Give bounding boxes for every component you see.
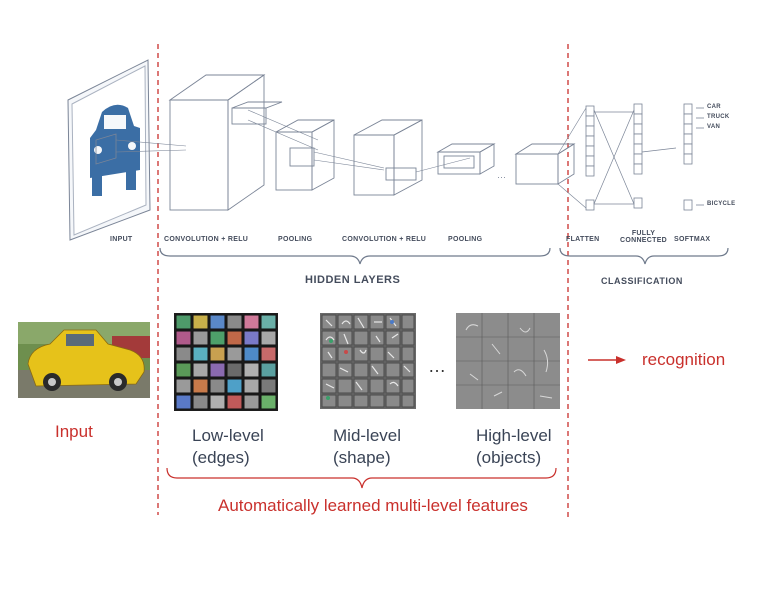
output-truck-label: TRUCK (707, 114, 730, 120)
features-caption: Automatically learned multi-level featur… (218, 496, 528, 516)
fully-connected-label-line1: FULLY (620, 230, 667, 237)
recognition-arrow (588, 356, 626, 364)
low-level-title: Low-level (192, 425, 264, 447)
output-van-label: VAN (707, 124, 720, 130)
low-level-label: Low-level (edges) (192, 425, 264, 469)
input-car-photo (18, 322, 150, 398)
flatten-column (586, 106, 594, 210)
mid-level-subtitle: (shape) (333, 447, 401, 469)
softmax-column (684, 104, 692, 210)
pool1-volume (276, 120, 384, 190)
fully-connected-column (634, 104, 642, 208)
flatten-label: FLATTEN (566, 236, 599, 243)
input-label: Input (55, 422, 93, 442)
layers-dots: ··· (497, 172, 506, 182)
classification-label: CLASSIFICATION (601, 276, 683, 286)
conv2-volume (354, 120, 470, 195)
hidden-layers-brace (160, 248, 550, 264)
features-ellipsis-mark: … (428, 356, 446, 376)
input-layer-label: INPUT (110, 236, 133, 243)
output-bicycle-label: BICYCLE (707, 201, 735, 207)
fully-connected-label-line2: CONNECTED (620, 237, 667, 244)
features-brace (167, 468, 556, 488)
output-car-label: CAR (707, 104, 721, 110)
low-level-subtitle: (edges) (192, 447, 264, 469)
conv2-label: CONVOLUTION + RELU (342, 236, 426, 243)
high-level-label: High-level (objects) (476, 425, 552, 469)
low-level-feature-grid (174, 313, 278, 411)
recognition-label: recognition (642, 350, 725, 370)
classification-brace (560, 248, 728, 264)
pool2-label: POOLING (448, 236, 482, 243)
fully-connected-label: FULLY CONNECTED (620, 230, 667, 244)
pool1-label: POOLING (278, 236, 312, 243)
high-level-feature-map (456, 313, 560, 409)
high-level-title: High-level (476, 425, 552, 447)
mid-level-title: Mid-level (333, 425, 401, 447)
hidden-layers-label: HIDDEN LAYERS (305, 274, 400, 286)
final-feature-volume (516, 108, 586, 208)
mid-level-label: Mid-level (shape) (333, 425, 401, 469)
high-level-subtitle: (objects) (476, 447, 552, 469)
softmax-label: SOFTMAX (674, 236, 710, 243)
conv1-label: CONVOLUTION + RELU (164, 236, 248, 243)
mid-level-feature-grid (320, 313, 416, 409)
